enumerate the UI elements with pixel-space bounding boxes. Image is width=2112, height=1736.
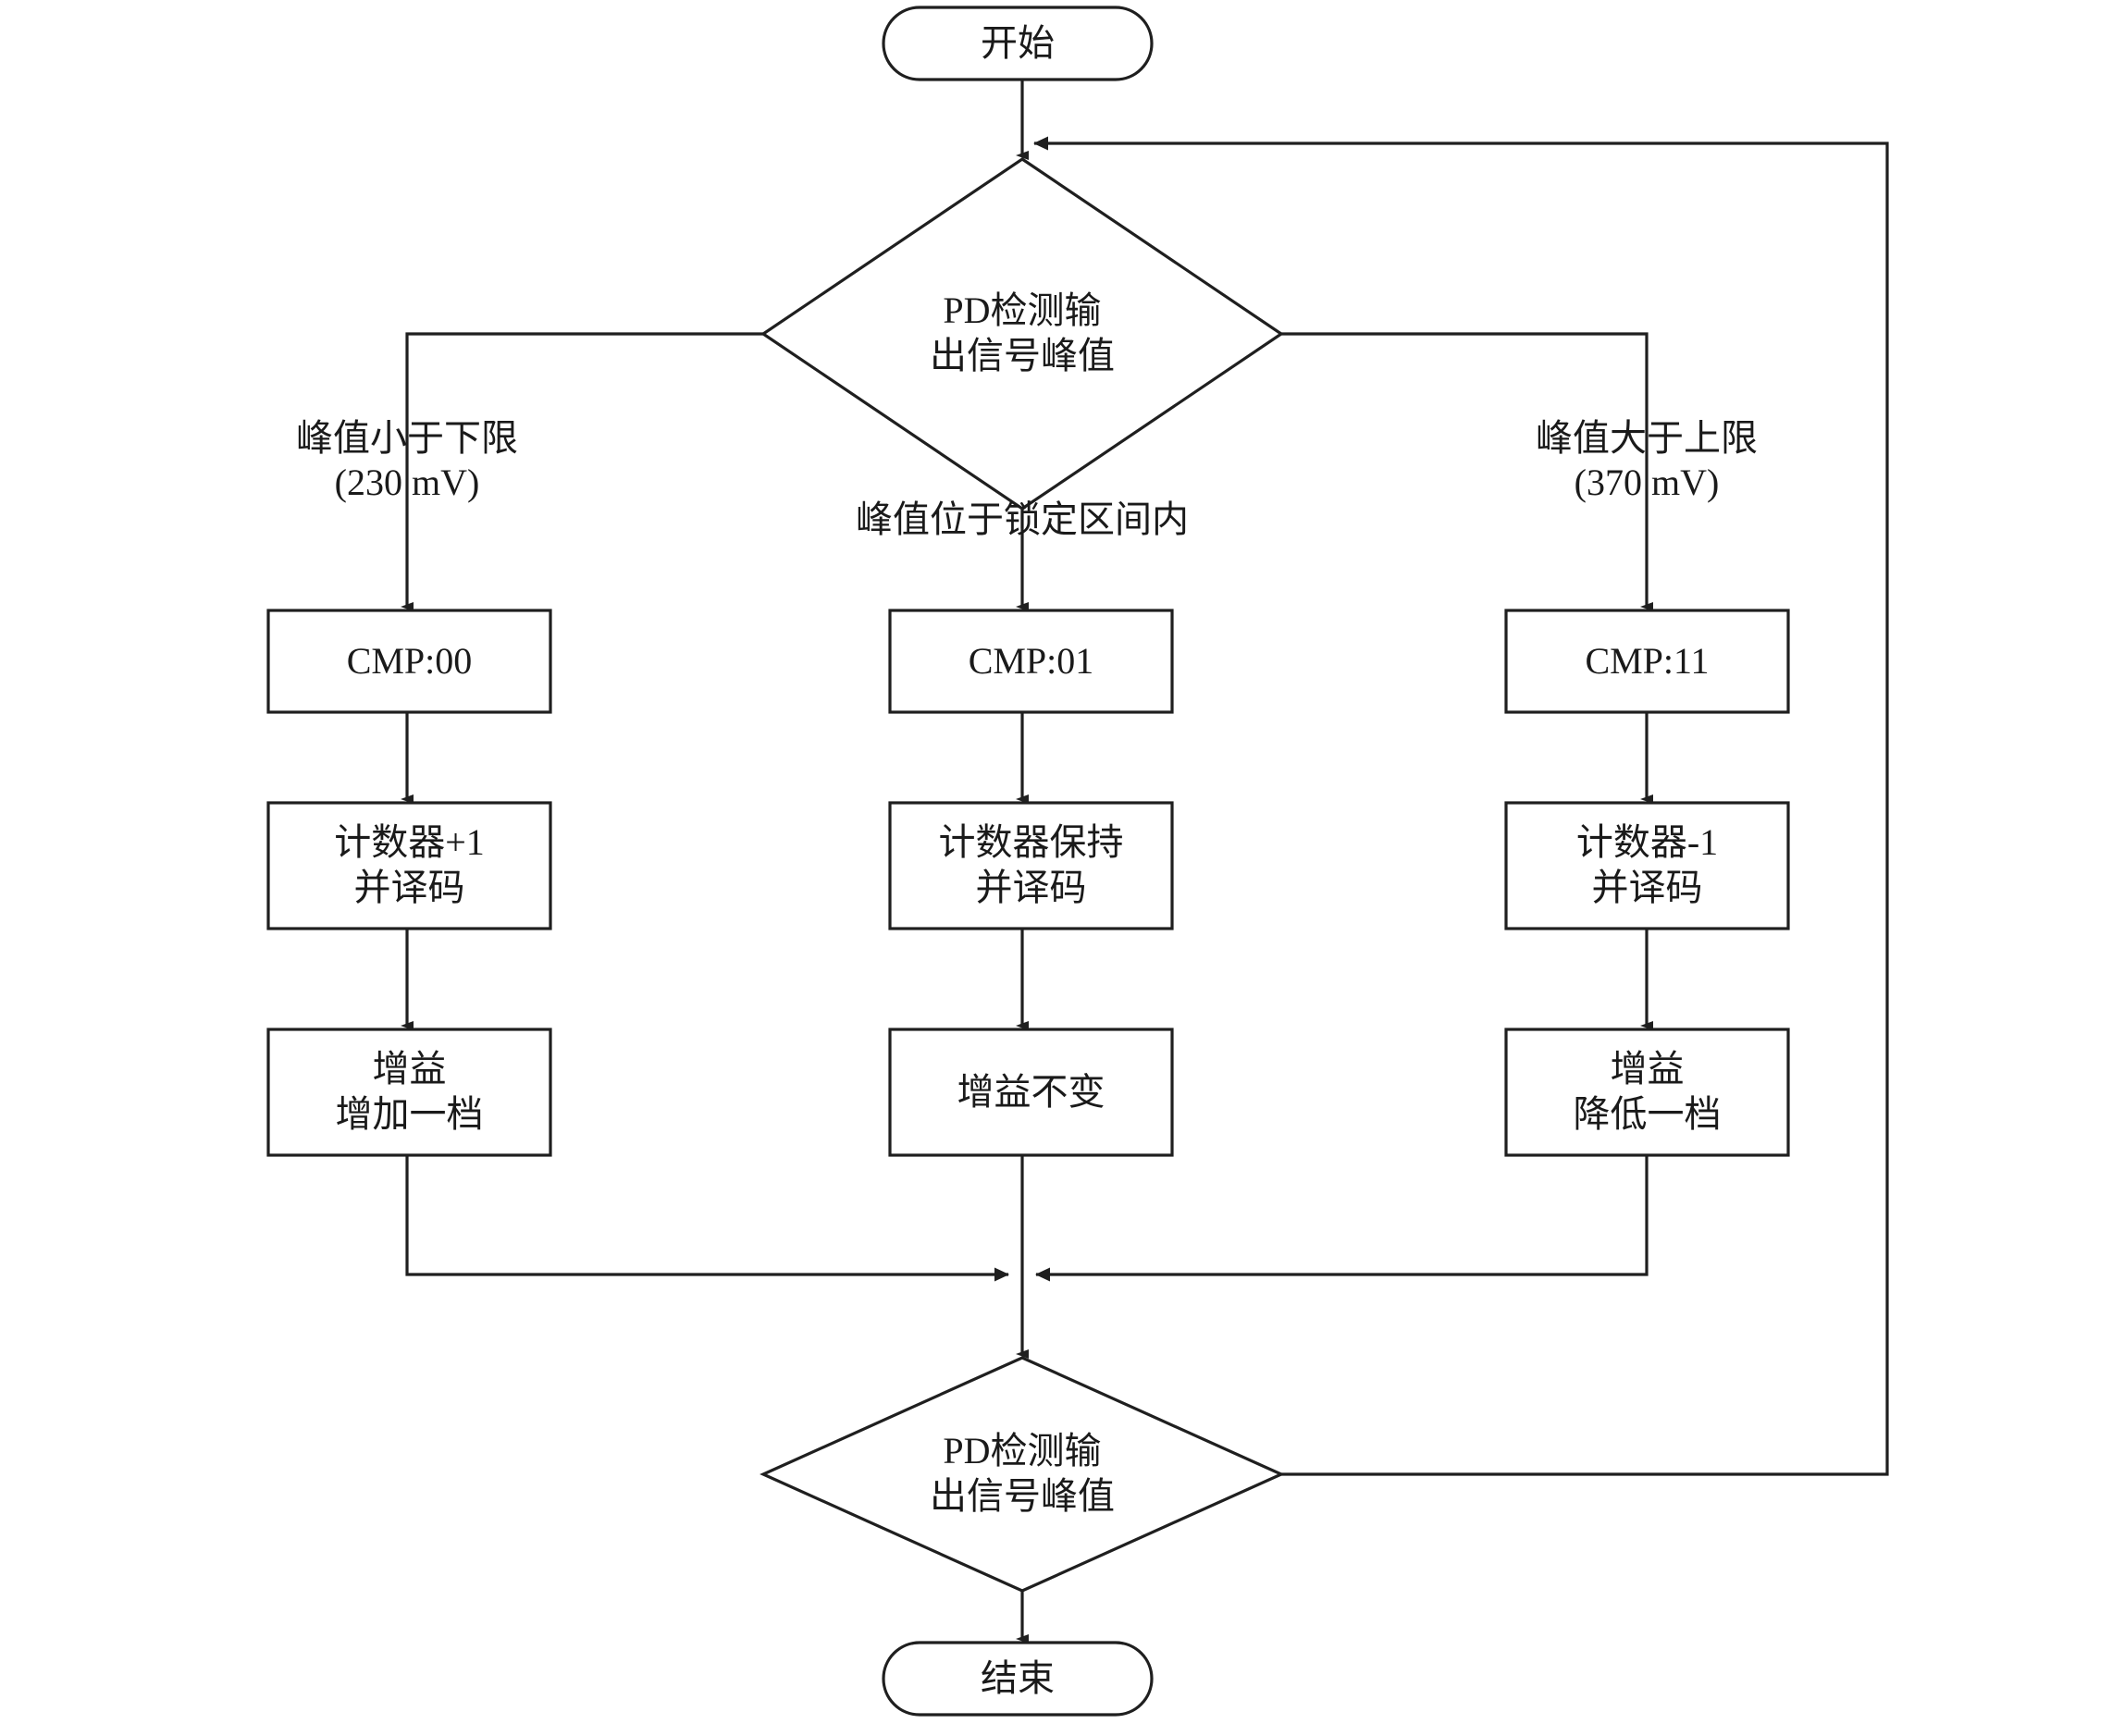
edge-feedback-loop — [1033, 136, 1889, 1476]
end-node-shape — [882, 1641, 1154, 1717]
gain-same-shape — [888, 1028, 1174, 1157]
edge-label-branch-high: 峰值大于上限 (370 mV) — [1462, 416, 1832, 505]
counter-dec-shape — [1504, 801, 1790, 930]
decision-bottom-shape — [760, 1356, 1285, 1593]
branch-low-line2: (230 mV) — [334, 462, 480, 503]
cmp-mid-shape — [888, 609, 1174, 714]
edge-decision-to-left — [401, 332, 763, 611]
edge-gain-up-to-merge — [405, 1155, 1009, 1282]
cmp-high-shape — [1504, 609, 1790, 714]
counter-hold-shape — [888, 801, 1174, 930]
branch-high-line2: (370 mV) — [1574, 462, 1720, 503]
gain-down-shape — [1504, 1028, 1790, 1157]
branch-low-line1: 峰值小于下限 — [296, 417, 518, 459]
branch-mid-line1: 峰值位于锁定区间内 — [856, 499, 1189, 540]
gain-up-shape — [266, 1028, 552, 1157]
edge-label-branch-low: 峰值小于下限 (230 mV) — [222, 416, 592, 505]
edge-label-branch-mid: 峰值位于锁定区间内 — [791, 498, 1254, 542]
cmp-low-shape — [266, 609, 552, 714]
branch-high-line1: 峰值大于上限 — [1536, 417, 1758, 459]
edge-decision-to-right — [1281, 332, 1653, 611]
counter-inc-shape — [266, 801, 552, 930]
start-node-shape — [882, 6, 1154, 81]
decision-top-shape — [760, 157, 1284, 511]
edge-gain-down-to-merge — [1035, 1155, 1649, 1282]
